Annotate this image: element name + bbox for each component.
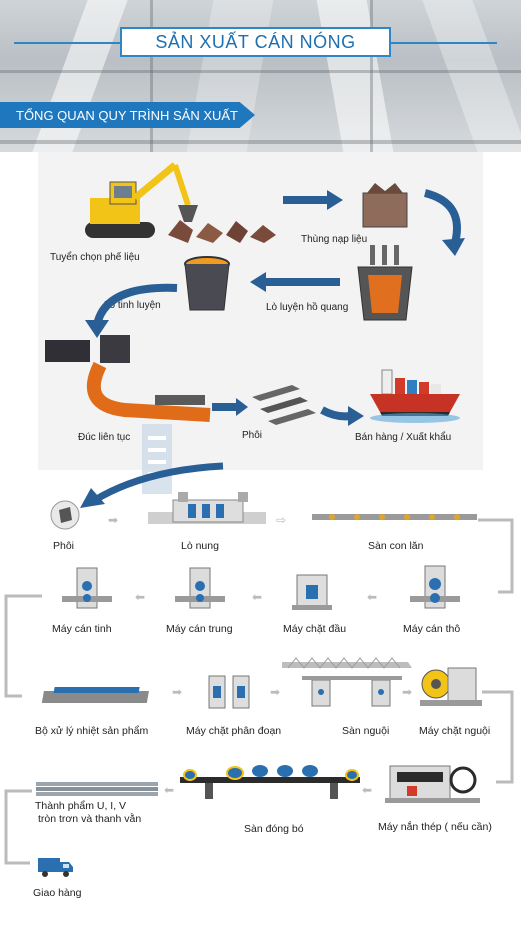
- page-title: SẢN XUẤT CÁN NÓNG: [120, 27, 391, 57]
- page-title-text: SẢN XUẤT CÁN NÓNG: [155, 31, 356, 52]
- gray-arrow-6-icon: ➡: [172, 685, 183, 699]
- billet-round-icon: [50, 500, 80, 530]
- flow-arrow-into-rolling-icon: [80, 462, 224, 508]
- label-delivery: Giao hàng: [33, 887, 82, 899]
- head-cutter-icon: [292, 574, 332, 610]
- title-rule-left: [14, 42, 120, 44]
- reheating-furnace-icon: [148, 492, 266, 524]
- scrap-pile-icon: [168, 220, 276, 243]
- flow-arrow-curve-left-icon: [85, 283, 178, 338]
- label-reheating-furnace: Lò nung: [181, 540, 219, 552]
- label-roughing-mill: Máy cán thô: [403, 623, 461, 635]
- label-billet-overview: Phôi: [242, 430, 263, 441]
- finishing-mill-icon: [62, 567, 112, 609]
- label-sales-export: Bán hàng / Xuất khẩu: [355, 432, 452, 443]
- label-bundling-table: Sàn đóng bó: [244, 823, 304, 835]
- section-banner: TỔNG QUAN QUY TRÌNH SẢN XUẤT: [0, 102, 255, 128]
- straightener-icon: [385, 765, 480, 803]
- connector-left-2: [4, 789, 32, 865]
- cooling-bed-icon: [282, 657, 412, 707]
- label-finishing-mill: Máy cán tinh: [52, 623, 112, 635]
- flow-arrow-right-3-icon: [320, 406, 364, 426]
- label-roller-table: Sàn con lăn: [368, 540, 424, 552]
- label-heat-treatment: Bộ xử lý nhiệt sản phẩm: [35, 725, 149, 737]
- bundling-table-icon: [180, 765, 360, 799]
- cargo-ship-icon: [370, 369, 460, 423]
- hero-background: [0, 0, 521, 152]
- label-finished-products-line2: tròn trơn và thanh vằn: [38, 813, 142, 825]
- continuous-casting-icon: [45, 335, 211, 422]
- label-arc-furnace: Lò luyện hồ quang: [266, 302, 349, 313]
- label-continuous-casting: Đúc liên tục: [78, 432, 131, 443]
- label-segment-cutter: Máy chặt phân đoạn: [186, 725, 282, 737]
- label-cold-cutter: Máy chặt nguội: [419, 725, 491, 737]
- label-charging-bucket: Thùng nạp liệu: [301, 234, 368, 245]
- gray-arrow-3-icon: ⬅: [135, 590, 146, 604]
- roughing-mill-icon: [410, 565, 460, 609]
- arc-furnace-icon: [357, 245, 413, 321]
- gray-arrow-9-icon: ⬅: [164, 783, 175, 797]
- gray-arrow-7-icon: ➡: [270, 685, 281, 699]
- label-ladle-furnace: Lò tinh luyện: [104, 300, 161, 311]
- intermediate-mill-icon: [175, 567, 225, 609]
- label-scrap-sorting: Tuyển chọn phế liệu: [50, 252, 140, 263]
- label-cooling-bed: Sàn nguội: [342, 725, 390, 737]
- gray-arrow-10-icon: ⬅: [362, 783, 373, 797]
- flow-arrow-right-icon: [283, 190, 343, 210]
- label-straightener: Máy nắn thép ( nếu cần): [378, 821, 492, 833]
- cold-cutter-icon: [420, 667, 482, 706]
- connector-right-2: [482, 690, 514, 784]
- gray-arrow-5-icon: ⬅: [367, 590, 378, 604]
- flow-arrow-curve-down-icon: [423, 189, 465, 256]
- connector-left-1: [4, 594, 42, 698]
- finished-products-icon: [36, 782, 158, 796]
- billet-stack-icon: [252, 385, 316, 425]
- segment-cutter-icon: [208, 675, 250, 709]
- gray-arrow-1-icon: ➡: [108, 513, 119, 527]
- connector-right-1: [478, 518, 514, 594]
- label-finished-products-line1: Thành phẩm U, I, V: [35, 800, 127, 812]
- label-head-cutter: Máy chặt đầu: [283, 623, 347, 635]
- gray-arrow-4-icon: ⬅: [252, 590, 263, 604]
- roller-table-icon: [312, 514, 477, 520]
- ladle-furnace-icon: [184, 256, 230, 311]
- heat-treatment-icon: [41, 687, 149, 703]
- title-rule-right: [391, 42, 497, 44]
- flow-arrow-right-2-icon: [212, 398, 248, 416]
- flow-arrow-left-icon: [250, 272, 340, 292]
- gray-arrow-8-icon: ➡: [402, 685, 413, 699]
- section-banner-text: TỔNG QUAN QUY TRÌNH SẢN XUẤT: [16, 107, 238, 123]
- charging-bucket-icon: [362, 183, 408, 228]
- excavator-icon: [85, 162, 198, 238]
- label-billet: Phôi: [53, 540, 75, 552]
- label-intermediate-mill: Máy cán trung: [166, 623, 233, 635]
- delivery-truck-icon: [38, 858, 73, 877]
- gray-arrow-2-icon: ⇨: [276, 513, 287, 527]
